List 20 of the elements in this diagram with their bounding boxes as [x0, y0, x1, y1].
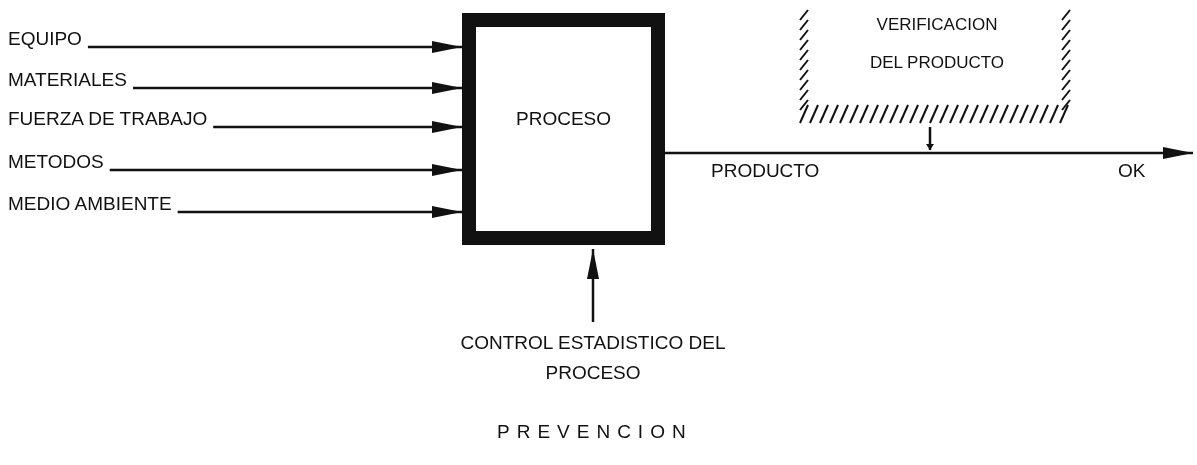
arrow — [665, 147, 1193, 159]
edge-label: PRODUCTO — [711, 160, 820, 182]
verification-label: VERIFICACION DEL PRODUCTO — [868, 14, 1006, 74]
input-label: FUERZA DE TRABAJO — [8, 107, 208, 131]
arrow — [87, 41, 462, 53]
input-label: MEDIO AMBIENTE — [8, 192, 172, 216]
arrow — [177, 206, 462, 218]
arrow — [213, 121, 462, 133]
input-label: MATERIALES — [8, 68, 127, 92]
control-label: CONTROL ESTADISTICO DEL PROCESO — [459, 331, 727, 385]
process-box — [462, 13, 665, 245]
arrow — [132, 82, 462, 94]
process-label: PROCESO — [516, 107, 611, 131]
arrow — [587, 249, 599, 322]
pointer-arrow — [926, 127, 934, 150]
caption: PREVENCION — [497, 421, 693, 443]
input-label: METODOS — [8, 150, 104, 174]
input-label: EQUIPO — [8, 27, 82, 51]
arrow — [109, 164, 462, 176]
end-label: OK — [1118, 160, 1146, 182]
